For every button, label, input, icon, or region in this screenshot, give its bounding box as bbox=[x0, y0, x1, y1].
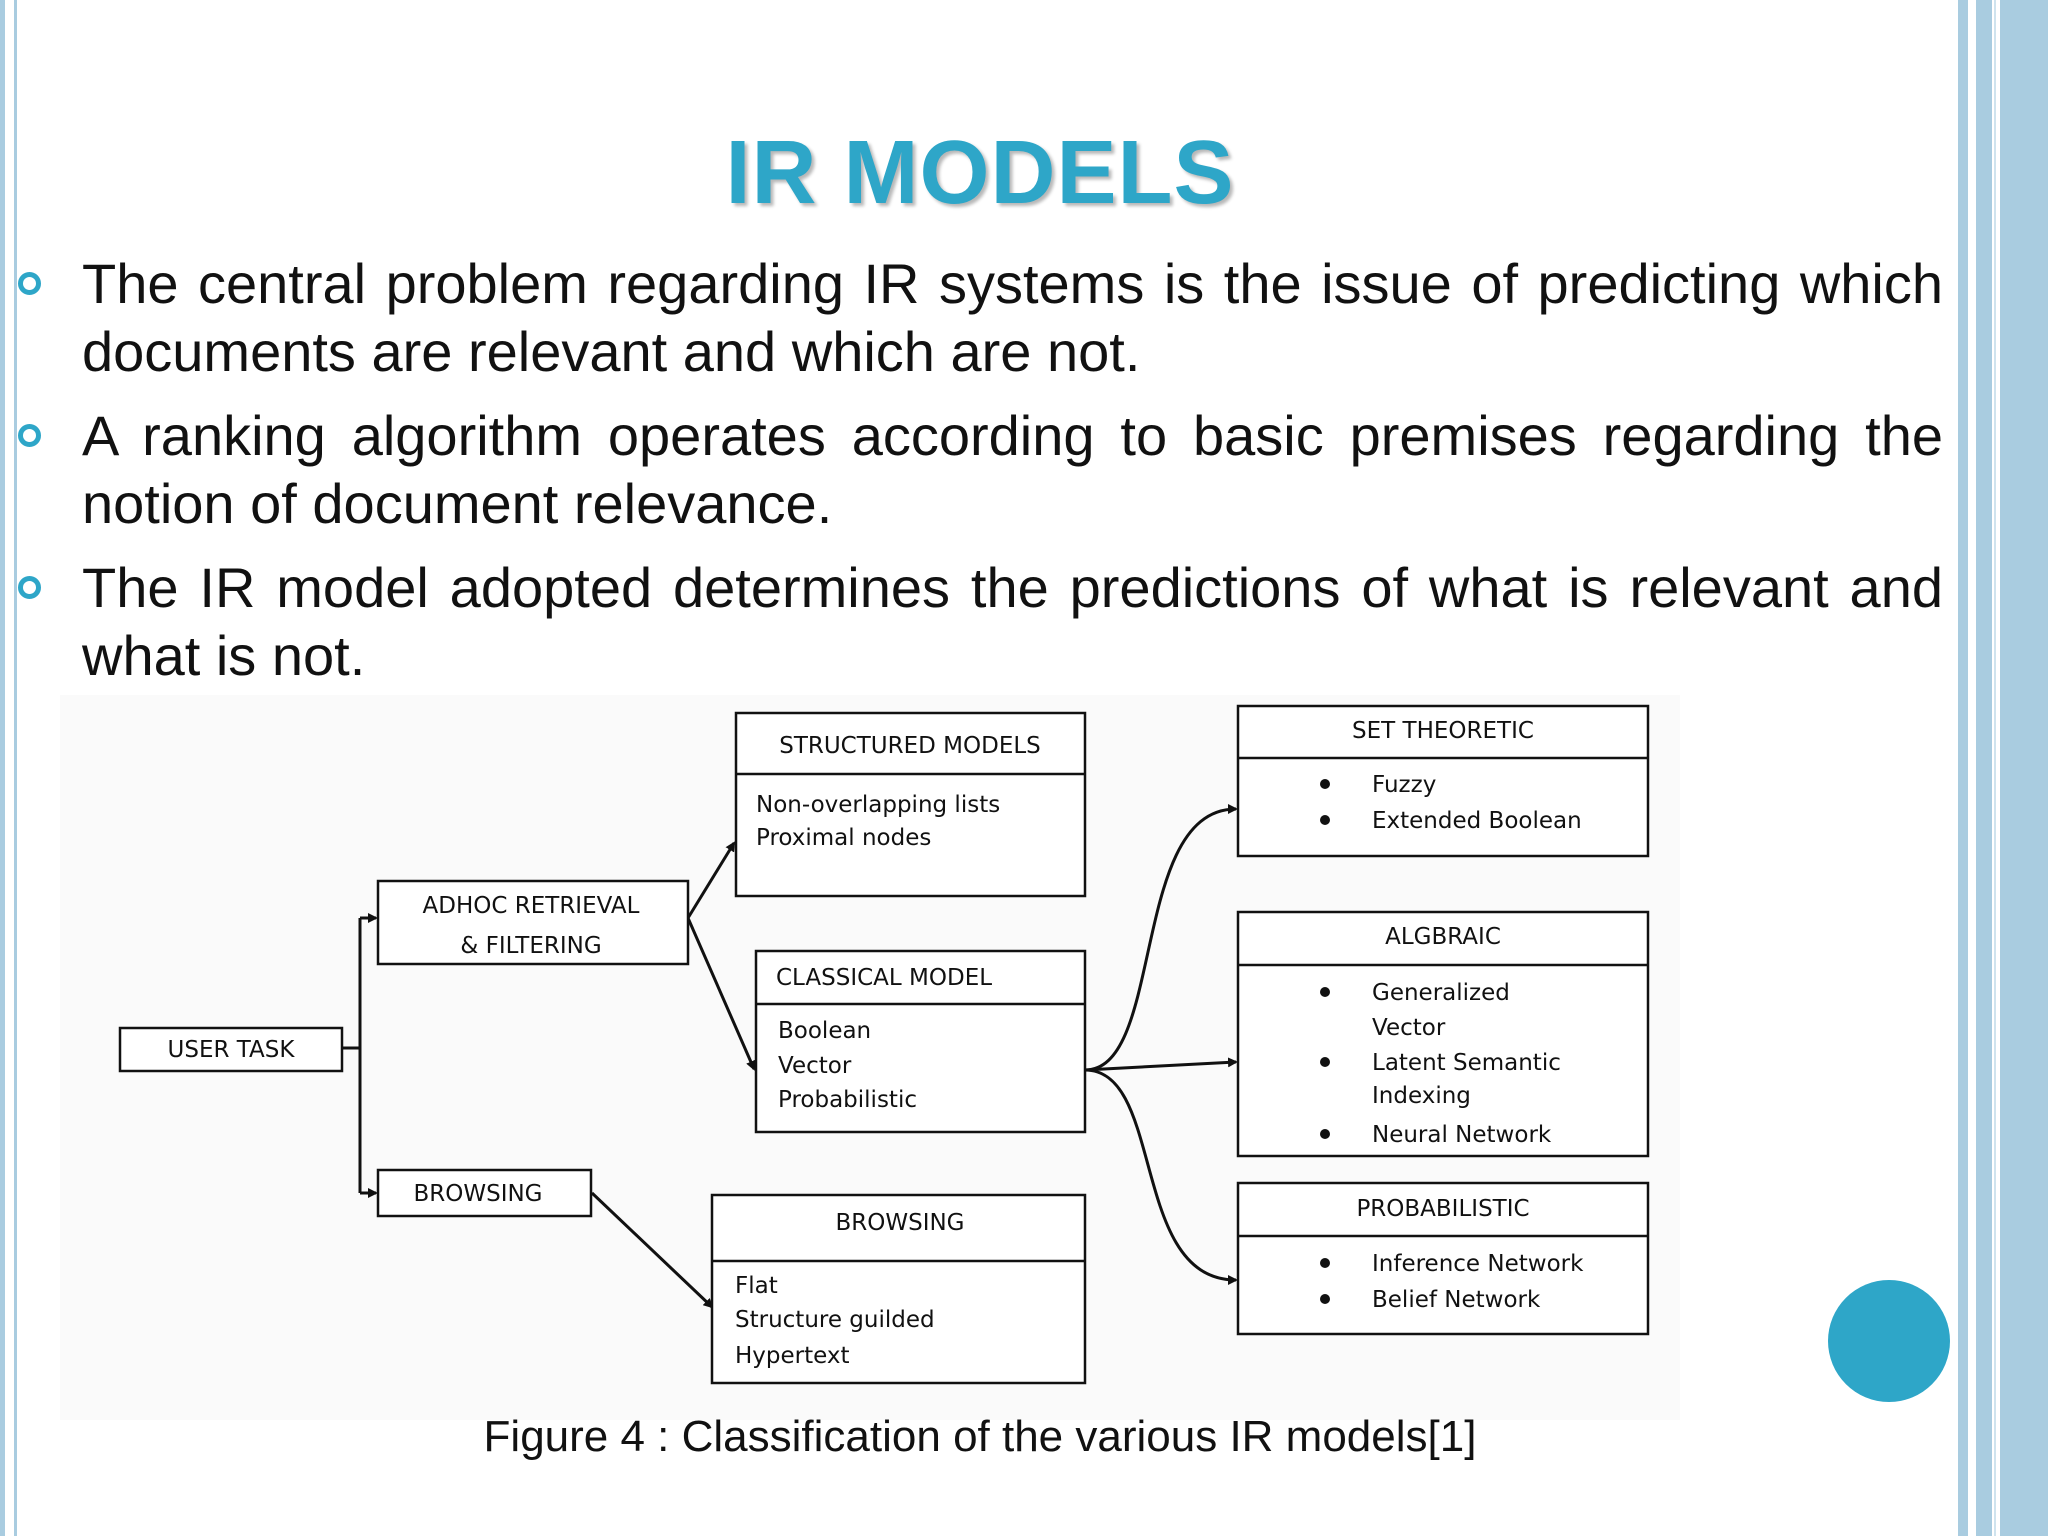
right-border-stripe bbox=[1958, 0, 1968, 1536]
bullet-text: The central problem regarding IR systems… bbox=[82, 252, 1943, 383]
ir-models-figure: USER TASK ADHOC RETRIEVAL & FILTERING BR… bbox=[60, 695, 1680, 1420]
slide-title: IR MODELS bbox=[725, 123, 1235, 223]
right-border-band bbox=[2000, 0, 2048, 1536]
structured-item: Proximal nodes bbox=[756, 825, 931, 851]
bullet-list: The central problem regarding IR systems… bbox=[18, 250, 1943, 706]
bullet-item: The central problem regarding IR systems… bbox=[18, 250, 1943, 386]
set-theoretic-header: SET THEORETIC bbox=[1352, 718, 1534, 744]
ir-models-diagram: USER TASK ADHOC RETRIEVAL & FILTERING BR… bbox=[118, 704, 1650, 1385]
browsing-item: Hypertext bbox=[735, 1343, 850, 1369]
bullet-circle-icon bbox=[18, 424, 41, 447]
bullet-circle-icon bbox=[18, 576, 41, 599]
classical-item: Probabilistic bbox=[778, 1087, 917, 1113]
browsing-item: Flat bbox=[735, 1273, 778, 1299]
figure-caption: Figure 4 : Classification of the various… bbox=[483, 1412, 1477, 1461]
bullet-dot-icon bbox=[1320, 1294, 1330, 1304]
user-task-box: USER TASK bbox=[118, 1026, 344, 1073]
algebraic-item: Vector bbox=[1372, 1015, 1446, 1041]
algebraic-header: ALGBRAIC bbox=[1385, 924, 1501, 950]
probabilistic-box: PROBABILISTIC Inference Network Belief N… bbox=[1236, 1181, 1650, 1336]
set-theoretic-item: Extended Boolean bbox=[1372, 808, 1582, 834]
bullet-item: A ranking algorithm operates according t… bbox=[18, 402, 1943, 538]
browsing-task-label: BROWSING bbox=[413, 1181, 542, 1207]
bullet-dot-icon bbox=[1320, 815, 1330, 825]
classical-item: Boolean bbox=[778, 1018, 871, 1044]
bullet-dot-icon bbox=[1320, 779, 1330, 789]
user-task-label: USER TASK bbox=[168, 1037, 296, 1063]
bullet-dot-icon bbox=[1320, 1057, 1330, 1067]
set-theoretic-item: Fuzzy bbox=[1372, 772, 1436, 798]
bullet-circle-icon bbox=[18, 272, 41, 295]
classical-model-header: CLASSICAL MODEL bbox=[776, 965, 992, 991]
structured-models-header: STRUCTURED MODELS bbox=[779, 733, 1041, 759]
set-theoretic-box: SET THEORETIC Fuzzy Extended Boolean bbox=[1236, 704, 1650, 858]
probabilistic-header: PROBABILISTIC bbox=[1356, 1196, 1529, 1222]
right-border-line bbox=[1994, 0, 1996, 1536]
browsing-models-box: BROWSING Flat Structure guilded Hypertex… bbox=[710, 1193, 1087, 1385]
algebraic-box: ALGBRAIC Generalized Vector Latent Seman… bbox=[1236, 910, 1650, 1158]
browsing-task-box: BROWSING bbox=[376, 1168, 593, 1218]
structured-item: Non-overlapping lists bbox=[756, 792, 1000, 818]
bullet-item: The IR model adopted determines the pred… bbox=[18, 554, 1943, 690]
algebraic-item: Latent Semantic bbox=[1372, 1050, 1561, 1076]
probabilistic-item: Inference Network bbox=[1372, 1251, 1584, 1277]
browsing-models-header: BROWSING bbox=[835, 1210, 964, 1236]
right-border-stripe bbox=[1976, 0, 1992, 1536]
browsing-item: Structure guilded bbox=[735, 1307, 935, 1333]
connector-lines bbox=[343, 804, 1238, 1309]
classical-item: Vector bbox=[778, 1053, 852, 1079]
algebraic-item: Neural Network bbox=[1372, 1122, 1552, 1148]
decorative-circle bbox=[1828, 1280, 1950, 1402]
probabilistic-item: Belief Network bbox=[1372, 1287, 1541, 1313]
adhoc-label-line1: ADHOC RETRIEVAL bbox=[423, 893, 640, 919]
adhoc-label-line2: & FILTERING bbox=[460, 933, 601, 959]
bullet-text: The IR model adopted determines the pred… bbox=[82, 556, 1943, 687]
left-border-stripe bbox=[0, 0, 5, 1536]
bullet-text: A ranking algorithm operates according t… bbox=[82, 404, 1943, 535]
left-border-stripe-thin bbox=[14, 0, 17, 1536]
bullet-dot-icon bbox=[1320, 1258, 1330, 1268]
classical-model-box: CLASSICAL MODEL Boolean Vector Probabili… bbox=[754, 949, 1087, 1134]
adhoc-retrieval-box: ADHOC RETRIEVAL & FILTERING bbox=[376, 879, 690, 966]
structured-models-box: STRUCTURED MODELS Non-overlapping lists … bbox=[734, 711, 1087, 898]
algebraic-item: Indexing bbox=[1372, 1083, 1471, 1109]
bullet-dot-icon bbox=[1320, 1129, 1330, 1139]
algebraic-item: Generalized bbox=[1372, 980, 1510, 1006]
bullet-dot-icon bbox=[1320, 987, 1330, 997]
